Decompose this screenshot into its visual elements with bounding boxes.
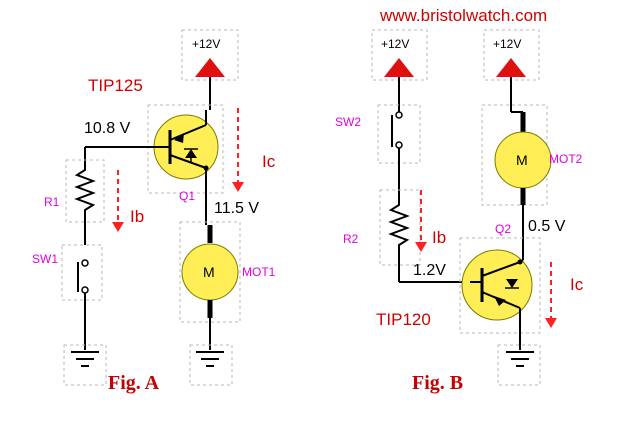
fig-a-ic-label: Ic xyxy=(262,152,276,171)
fig-b-r2-label: R2 xyxy=(343,232,359,246)
fig-b-supply-mot-label: +12V xyxy=(493,37,522,51)
fig-a-base-voltage: 10.8 V xyxy=(84,120,131,137)
fig-b-caption: Fig. B xyxy=(412,372,464,394)
fig-a-ground1-box xyxy=(63,344,107,386)
fig-a-q1-emitter-arrow xyxy=(174,133,184,143)
fig-a-sw1-contact-bottom xyxy=(81,286,89,294)
fig-a-supply-triangle xyxy=(195,58,225,77)
fig-b-collector-join xyxy=(519,259,524,263)
fig-a-sw1-label: SW1 xyxy=(32,252,59,266)
fig-b-ground-box xyxy=(497,344,541,386)
fig-b-base-voltage: 1.2V xyxy=(413,262,446,279)
fig-b-q2-collector xyxy=(481,261,521,277)
fig-a-q1-emitter xyxy=(169,124,207,141)
fig-b-mot2-label: MOT2 xyxy=(549,152,583,166)
fig-b-ic-label: Ic xyxy=(570,275,584,294)
fig-b-ic-arrow-head xyxy=(545,318,557,328)
fig-a-collector-voltage: 11.5 V xyxy=(214,200,260,217)
fig-b-supply-sw-label: +12V xyxy=(381,37,410,51)
fig-a-sw1-box xyxy=(61,244,103,301)
fig-a-q1-collector xyxy=(169,154,207,169)
fig-a-motor-symbol: M xyxy=(203,264,215,280)
fig-b-collector-voltage: 0.5 V xyxy=(528,218,566,235)
fig-b-supply-sw-triangle xyxy=(384,58,414,77)
fig-a-ic-arrow-head xyxy=(232,182,244,192)
fig-b-q2-box xyxy=(459,237,541,334)
fig-a-node-collector xyxy=(203,165,209,171)
fig-b-ib-arrow-head xyxy=(415,242,427,252)
fig-a-circuit xyxy=(61,29,244,386)
fig-b-q2-label: Q2 xyxy=(495,222,512,236)
fig-a-caption: Fig. A xyxy=(108,372,160,394)
fig-a-mot1-box xyxy=(179,221,241,323)
fig-a-supply-label: +12V xyxy=(192,37,221,51)
fig-a-q1-diode-arrow xyxy=(185,149,197,158)
fig-a-ib-label: Ib xyxy=(130,207,145,226)
fig-b-transistor-type: TIP120 xyxy=(376,310,431,329)
fig-b-sw2-contact-bottom xyxy=(395,141,403,149)
site-url: www.bristolwatch.com xyxy=(380,6,548,25)
fig-a-q1-label: Q1 xyxy=(179,189,196,203)
fig-b-r2-zigzag xyxy=(388,195,410,282)
fig-b-q2-emitter-arrow xyxy=(494,296,506,306)
fig-a-r1-zigzag xyxy=(74,165,96,245)
fig-b-supply-mot-triangle xyxy=(496,58,526,77)
fig-b-sw2-contact-top xyxy=(395,111,403,119)
fig-b-sw2-label: SW2 xyxy=(335,115,362,129)
fig-a-transistor-type: TIP125 xyxy=(88,76,143,95)
fig-b-q2-diode-arrow xyxy=(506,279,518,288)
fig-a-sw1-contact-top xyxy=(81,259,89,267)
fig-b-q2-body xyxy=(461,249,533,321)
fig-b-circuit xyxy=(371,29,557,386)
fig-b-ib-label: Ib xyxy=(432,228,447,247)
fig-a-r1-box xyxy=(65,159,105,223)
fig-b-motor-symbol: M xyxy=(516,152,528,168)
fig-a-mot1-label: MOT1 xyxy=(242,265,276,279)
fig-a-ground2-box xyxy=(189,344,233,386)
fig-a-r1-label: R1 xyxy=(44,195,60,209)
fig-a-q1-box xyxy=(147,104,224,194)
fig-a-ib-arrow-head xyxy=(112,222,124,232)
